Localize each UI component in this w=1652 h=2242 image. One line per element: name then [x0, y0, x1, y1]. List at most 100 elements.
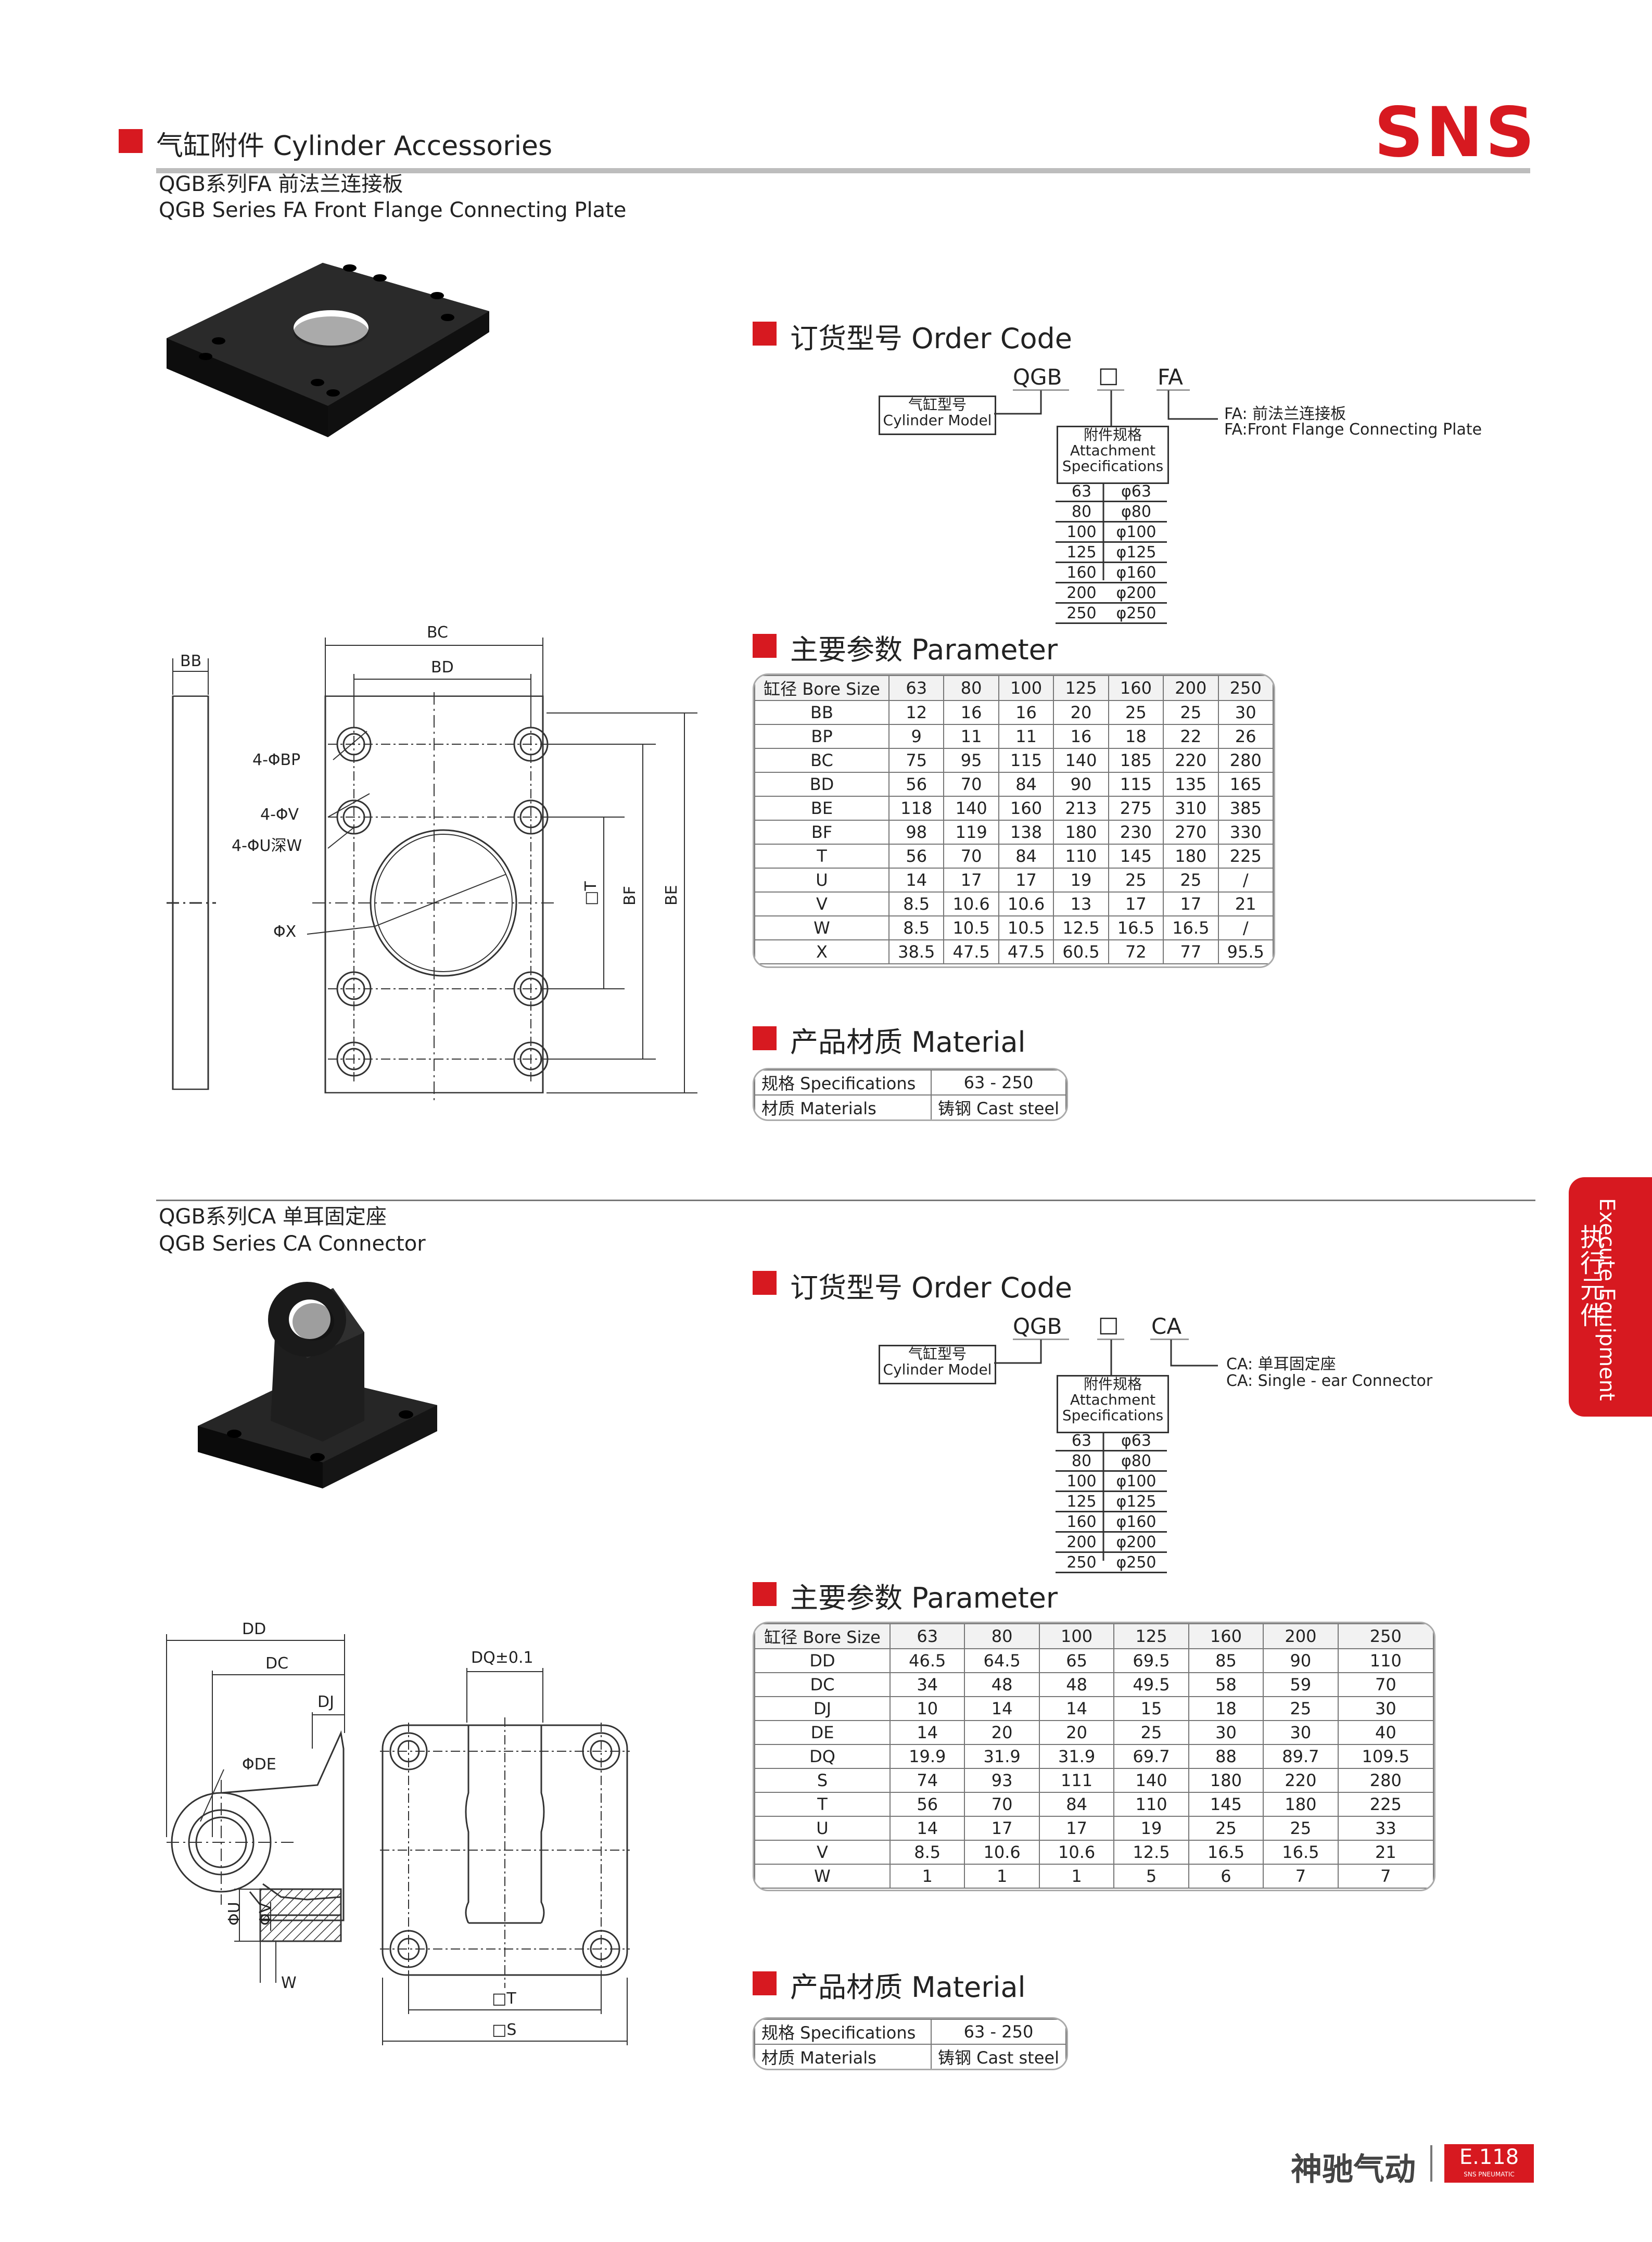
param-value: 1 — [1038, 1864, 1115, 1889]
param-value: 95 — [943, 748, 999, 773]
fa-label-be: BE — [663, 885, 681, 906]
param-value: 16.5 — [1188, 1840, 1264, 1865]
param-value: 25 — [1108, 868, 1164, 893]
param-value: 9 — [888, 724, 945, 749]
page-title: 气缸附件 Cylinder Accessories — [156, 131, 553, 162]
param-value: 310 — [1163, 796, 1219, 821]
param-value: 70 — [964, 1792, 1040, 1817]
param-value: 10.6 — [1038, 1840, 1115, 1865]
ca-material-heading: 产品材质 Material — [790, 1971, 1026, 2004]
param-value: 275 — [1108, 796, 1164, 821]
param-label: DQ — [754, 1744, 891, 1769]
param-label: BF — [754, 820, 889, 845]
param-value: 88 — [1188, 1744, 1264, 1769]
param-label: DJ — [754, 1696, 891, 1721]
param-value: 230 — [1108, 820, 1164, 845]
fa-suffix-desc-cn: FA: 前法兰连接板 — [1224, 405, 1346, 423]
param-value: 10.5 — [943, 915, 999, 940]
param-value: 60.5 — [1053, 939, 1109, 964]
fa-label-bb: BB — [180, 652, 201, 670]
param-value: 21 — [1217, 891, 1274, 916]
ca-label-v: ΦV — [257, 1902, 275, 1926]
param-value: 48 — [964, 1672, 1040, 1697]
param-value: 98 — [888, 820, 945, 845]
param-value: 12 — [888, 700, 945, 725]
param-value: 90 — [1263, 1648, 1339, 1673]
param-value: 109.5 — [1337, 1744, 1434, 1769]
param-value: 115 — [998, 748, 1054, 773]
param-label: V — [754, 891, 889, 916]
param-value: 30 — [1217, 700, 1274, 725]
param-value: 64.5 — [964, 1648, 1040, 1673]
param-value: 19 — [1113, 1816, 1189, 1841]
ca-order-heading: 订货型号 Order Code — [790, 1271, 1073, 1304]
param-label: S — [754, 1768, 891, 1793]
param-value: 70 — [1337, 1672, 1434, 1697]
param-value: 10.6 — [998, 891, 1054, 916]
fa-technical-drawing: BB BC BD □T BF BE 4-ΦBP 4-ΦV 4-ΦU — [167, 623, 697, 1103]
fa-label-x: ΦX — [273, 923, 296, 941]
param-value: 31.9 — [964, 1744, 1040, 1769]
param-value: 11 — [998, 724, 1054, 749]
param-value: 56 — [888, 772, 945, 797]
param-value: 16.5 — [1163, 915, 1219, 940]
param-value: 138 — [998, 820, 1054, 845]
param-label: BD — [754, 772, 889, 797]
param-value: 185 — [1108, 748, 1164, 773]
param-value: 40 — [1337, 1720, 1434, 1745]
param-value: 25 — [1263, 1696, 1339, 1721]
param-value: 25 — [1163, 868, 1219, 893]
param-value: 74 — [889, 1768, 965, 1793]
param-value: 47.5 — [998, 939, 1054, 964]
param-value: 135 — [1163, 772, 1219, 797]
param-value: 6 — [1188, 1864, 1264, 1889]
param-value: 93 — [964, 1768, 1040, 1793]
param-value: 180 — [1188, 1768, 1264, 1793]
param-value: 84 — [998, 844, 1054, 869]
param-value: 180 — [1163, 844, 1219, 869]
fa-label-t: □T — [582, 881, 600, 906]
fa-model-cn: 气缸型号 — [908, 396, 967, 413]
ca-label-u: ΦU — [225, 1902, 244, 1926]
param-value: 95.5 — [1217, 939, 1274, 964]
fa-suffix-desc-en: FA:Front Flange Connecting Plate — [1224, 421, 1482, 439]
param-value: / — [1217, 868, 1274, 893]
param-value: 160 — [998, 796, 1054, 821]
param-value: 56 — [888, 844, 945, 869]
param-value: / — [1217, 915, 1274, 940]
ca-label-de: ΦDE — [242, 1755, 276, 1774]
param-value: 21 — [1337, 1840, 1434, 1865]
param-value: 69.7 — [1113, 1744, 1189, 1769]
footer-divider — [1430, 2145, 1432, 2182]
param-value: 8.5 — [888, 891, 945, 916]
param-value: 34 — [889, 1672, 965, 1697]
param-value: 385 — [1217, 796, 1274, 821]
param-value: 22 — [1163, 724, 1219, 749]
fa-title-cn: QGB系列FA 前法兰连接板 — [159, 172, 403, 196]
param-value: 13 — [1053, 891, 1109, 916]
param-value: 75 — [888, 748, 945, 773]
footer-brand-en: SNS PNEUMATIC — [1464, 2171, 1515, 2178]
ca-material-marker — [753, 1971, 777, 1995]
param-value: 19 — [1053, 868, 1109, 893]
param-value: 225 — [1217, 844, 1274, 869]
param-value: 270 — [1163, 820, 1219, 845]
fa-material-heading: 产品材质 Material — [790, 1026, 1026, 1059]
ca-label-t: □T — [492, 1990, 516, 2008]
param-label: BP — [754, 724, 889, 749]
param-value: 330 — [1217, 820, 1274, 845]
param-value: 10 — [889, 1696, 965, 1721]
param-value: 49.5 — [1113, 1672, 1189, 1697]
fa-label-bf: BF — [621, 886, 639, 906]
param-value: 220 — [1163, 748, 1219, 773]
param-value: 110 — [1113, 1792, 1189, 1817]
param-value: 14 — [888, 868, 945, 893]
